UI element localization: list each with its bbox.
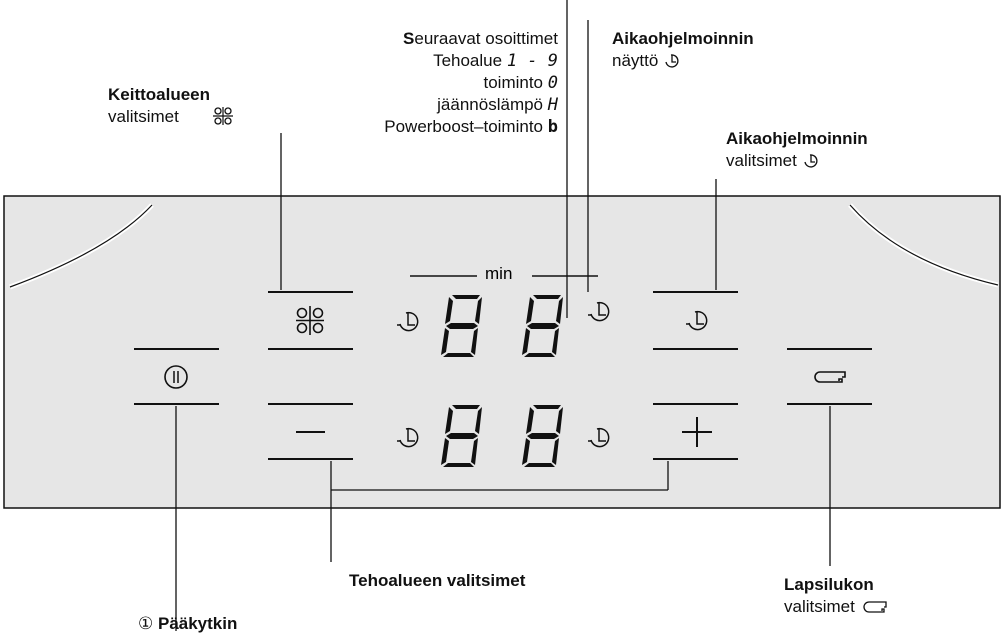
main-switch-label: ① Pääkytkin — [138, 614, 238, 633]
child-lock-label: Lapsilukon valitsimet — [784, 574, 888, 618]
min-label: min — [485, 264, 512, 283]
cooking-zone-select-button[interactable] — [268, 291, 353, 350]
timer-display-label: Aikaohjelmoinnin näyttö — [612, 29, 754, 70]
child-lock-button[interactable] — [787, 348, 872, 405]
power-select-label: Tehoalueen valitsimet — [349, 571, 526, 590]
plus-button[interactable] — [653, 403, 738, 460]
timer-clock-icon — [665, 54, 679, 68]
control-panel — [3, 195, 1001, 509]
callout-lines — [175, 0, 831, 631]
power-switch-icon: ① — [138, 614, 154, 633]
main-switch-button[interactable] — [134, 348, 219, 405]
cooking-zone-icon — [212, 107, 233, 125]
timer-clock-icon — [803, 154, 818, 168]
key-icon — [863, 601, 887, 613]
timer-select-label: Aikaohjelmoinnin valitsimet — [726, 129, 868, 170]
cooking-zone-select-label: Keittoalueen valitsimet — [108, 84, 250, 128]
timer-select-button[interactable] — [653, 291, 738, 350]
next-indicators-label: Seuraavat osoittimet Tehoalue 1 - 9 toim… — [384, 29, 558, 137]
minus-button[interactable] — [268, 403, 353, 460]
